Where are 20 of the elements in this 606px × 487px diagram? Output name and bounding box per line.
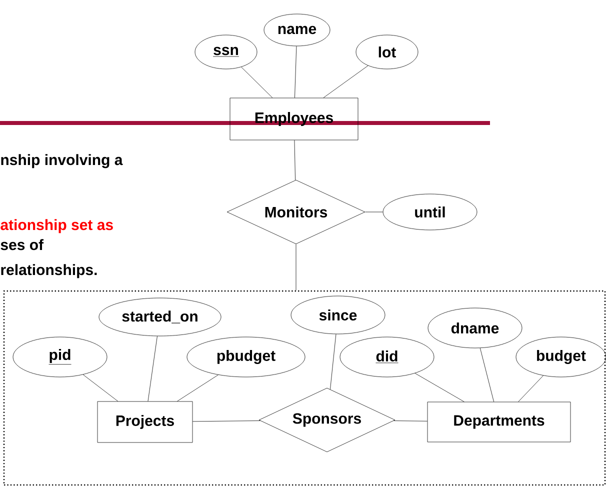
connector-line <box>82 374 118 402</box>
connector-line <box>148 336 158 402</box>
connector-line <box>294 46 297 98</box>
connector-line <box>176 374 218 402</box>
slide-text: ationship set as <box>0 219 113 234</box>
connector-line <box>414 373 464 402</box>
entity-box: Departments <box>427 402 571 442</box>
connector-line <box>480 348 494 402</box>
connector-line <box>294 140 296 180</box>
connector-line <box>330 334 336 390</box>
connector-line <box>323 65 368 98</box>
connector-line <box>518 375 544 402</box>
slide-text: relationships. <box>1 264 97 278</box>
connector-line <box>192 420 261 422</box>
connector-line <box>393 420 428 422</box>
slide-text: ses of <box>0 239 44 250</box>
entity-box: Projects <box>97 401 193 443</box>
slide-text: nship involving a <box>1 154 123 168</box>
aggregation-box <box>3 290 606 486</box>
connector-line <box>241 66 273 98</box>
